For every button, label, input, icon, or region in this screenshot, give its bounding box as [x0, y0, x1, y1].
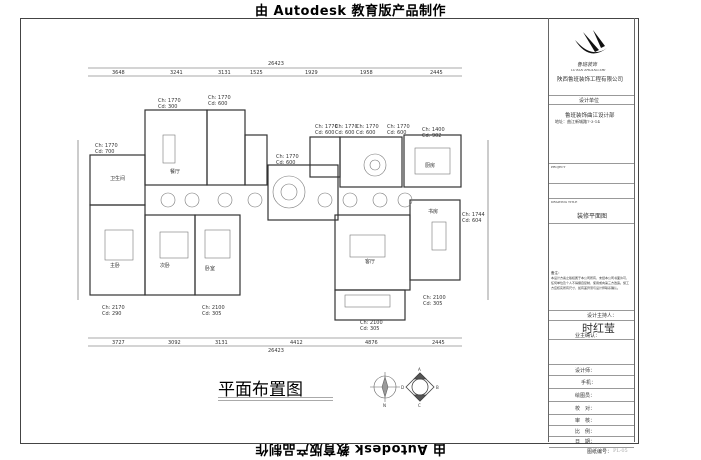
- ceiling-label: Ch: 1770 Cd: 600: [315, 124, 338, 136]
- design-unit-label: 设计单位: [579, 98, 600, 104]
- ceiling-label: Ch: 2100 Cd: 305: [360, 320, 383, 332]
- ceiling-label: Ch: 1770 Cd: 600: [208, 95, 231, 107]
- room-label: 厨房: [425, 163, 436, 169]
- title-underline: [218, 400, 333, 401]
- room-label: 卧室: [205, 266, 216, 272]
- drawing-no: PL-05: [613, 448, 628, 454]
- marker-b: B: [436, 385, 439, 390]
- dim-top: 1525: [250, 70, 263, 76]
- ceiling-label: Ch: 1770 Cd: 600: [335, 124, 358, 136]
- logo-cn: 鲁班装饰: [577, 62, 598, 68]
- dim-top: 1929: [305, 70, 318, 76]
- client-name: 时红莹: [582, 322, 615, 335]
- plan-title: 平面布置图: [218, 380, 303, 400]
- logo-en: LU BAN ZHUANG SHI: [571, 68, 606, 72]
- ceiling-label: Ch: 2170 Cd: 290: [102, 305, 125, 317]
- department: 鲁班装饰曲江设计部: [565, 113, 615, 119]
- dim-top: 3241: [170, 70, 183, 76]
- marker-c: C: [418, 403, 421, 408]
- drawing-name: 装修平面图: [577, 213, 608, 220]
- dim-bottom: 2445: [432, 340, 445, 346]
- room-label: 卫生间: [110, 176, 126, 182]
- room-label: 次卧: [160, 263, 171, 269]
- field-drafter: 绘图员：: [575, 393, 596, 399]
- drawing-frame: [20, 18, 639, 444]
- furniture: [104, 134, 451, 308]
- notes-label: 备注：: [551, 271, 562, 275]
- drawing-label: DRAWING TITLE: [551, 200, 578, 204]
- room-label: 餐厅: [170, 169, 181, 175]
- dim-top-total: 26423: [268, 61, 284, 67]
- drawing-no-label: 图纸编号：: [587, 449, 613, 455]
- dim-top: 1958: [360, 70, 373, 76]
- field-checker: 校 对：: [575, 406, 596, 412]
- dim-top: 3131: [218, 70, 231, 76]
- title-block: 鲁班装饰 LU BAN ZHUANG SHI 陕西鲁班装饰工程有限公司 设计单位…: [548, 18, 635, 455]
- chief-designer-label: 设计主持人：: [587, 313, 618, 319]
- title-underline: [218, 397, 333, 398]
- ceiling-label: Ch: 1744 Cd: 604: [462, 212, 485, 224]
- ceiling-label: Ch: 2100 Cd: 305: [202, 305, 225, 317]
- watermark-top: 由 Autodesk 教育版产品制作: [254, 4, 447, 19]
- field-designer: 设计师：: [575, 368, 596, 374]
- dim-bottom: 4412: [290, 340, 303, 346]
- compass-n: N: [383, 403, 386, 408]
- ceiling-label: Ch: 1400 Cd: 902: [422, 127, 445, 139]
- dim-bottom: 3092: [168, 340, 181, 346]
- section-marker-icon: [405, 372, 435, 402]
- owner-confirm-label: 业主确认：: [575, 333, 601, 339]
- address: 地址：曲江新城路7-3-14: [555, 119, 600, 124]
- field-date: 日 期：: [575, 439, 596, 445]
- ceiling-label: Ch: 1770 Cd: 700: [95, 143, 118, 155]
- dim-top: 3648: [112, 70, 125, 76]
- company-name: 陕西鲁班装饰工程有限公司: [557, 77, 624, 83]
- ceiling-label: Ch: 1770 Cd: 600: [276, 154, 299, 166]
- field-reviewer: 审 核：: [575, 418, 596, 424]
- marker-d: D: [401, 385, 405, 390]
- company-logo-icon: [575, 30, 607, 54]
- room-label: 客厅: [365, 259, 376, 265]
- ceiling-label: Ch: 1770 Cd: 600: [356, 124, 379, 136]
- ceiling-label: Ch: 1770 Cd: 600: [387, 124, 410, 136]
- room-label: 主卧: [110, 263, 121, 269]
- ceiling-label: Ch: 2100 Cd: 305: [423, 295, 446, 307]
- ceiling-label: Ch: 1770 Cd: 300: [158, 98, 181, 110]
- dim-top: 2445: [430, 70, 443, 76]
- room-label: 书房: [428, 209, 439, 215]
- north-arrow-icon: [370, 372, 400, 402]
- field-scale: 比 例：: [575, 429, 596, 435]
- dim-bottom: 3727: [112, 340, 125, 346]
- marker-a: A: [418, 367, 421, 372]
- field-phone: 手机：: [581, 380, 597, 386]
- dim-bottom-total: 26423: [268, 348, 284, 354]
- dim-bottom: 4876: [365, 340, 378, 346]
- project-label: PROJECT: [551, 165, 566, 169]
- notes-text: 本设计方案之版权属于本公司所有，未经本公司书面许可，任何单位及个人不得擅自复制、…: [551, 276, 630, 290]
- walls: [89, 109, 462, 321]
- dim-bottom: 3131: [215, 340, 228, 346]
